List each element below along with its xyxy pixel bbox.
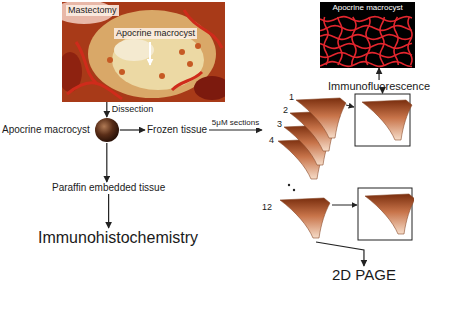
edge-label: 5μM sections <box>212 118 259 128</box>
blood-streak <box>172 72 202 90</box>
pointer-arrow <box>346 105 354 107</box>
blood-patch <box>194 76 225 100</box>
macrocyst-specimen: Apocrine macrocyst <box>2 117 120 143</box>
stained-epithelium <box>408 17 412 65</box>
photo-caption: Mastectomy <box>66 5 119 16</box>
stained-epithelium <box>320 17 412 22</box>
step-text: Paraffin embedded tissue <box>52 182 165 194</box>
stained-epithelium <box>338 17 342 65</box>
flow-arrow <box>209 129 262 130</box>
mastectomy-photo-art <box>62 2 225 102</box>
selected-section <box>365 194 414 234</box>
tissue-spot <box>187 61 193 67</box>
ellipsis-dot <box>288 184 290 186</box>
blood-streak <box>67 83 122 99</box>
method-label: 2D PAGE <box>330 266 398 284</box>
method-label: Immunofluorescence <box>326 80 432 93</box>
stained-epithelium <box>320 26 412 31</box>
flow-arrow <box>108 194 109 228</box>
section-number: 1 <box>289 92 294 103</box>
tissue-spot <box>159 73 165 79</box>
flow-arrow <box>316 242 364 266</box>
flow-arrow <box>106 102 107 117</box>
method-label: Immunohistochemistry <box>36 228 200 247</box>
dark-field <box>320 2 415 68</box>
pointer-arrow <box>332 205 357 206</box>
method-text: Immunohistochemistry <box>38 228 198 247</box>
ellipsis-dot <box>293 189 295 191</box>
stained-epithelium <box>324 17 328 65</box>
stained-epithelium <box>394 17 398 65</box>
tissue-section <box>280 198 330 238</box>
flow-arrow <box>120 129 145 130</box>
process-label: Frozen tissue <box>145 124 209 136</box>
selected-section <box>362 100 412 140</box>
tissue-sections: 123412 <box>262 92 414 242</box>
section-number: 4 <box>269 135 274 146</box>
section-number: 12 <box>262 202 272 213</box>
tissue-spot <box>179 49 185 55</box>
skin-patch <box>62 2 114 24</box>
macrocyst-blob <box>94 117 120 143</box>
tissue-section <box>296 98 346 138</box>
image-caption: Apocrine macrocyst <box>320 3 415 13</box>
tissue-spot <box>195 43 201 49</box>
section-number: 2 <box>283 105 288 116</box>
specimen-label: Apocrine macrocyst <box>2 124 90 136</box>
fat-tissue <box>112 30 204 90</box>
pointer-arrow <box>149 42 151 65</box>
photo-caption: Apocrine macrocyst <box>114 28 197 39</box>
method-text: 2D PAGE <box>332 266 396 284</box>
edge-label: Dissection <box>112 104 154 115</box>
section-number: 3 <box>277 119 282 130</box>
step-text: Frozen tissue <box>147 124 207 136</box>
tissue-spot <box>107 57 113 63</box>
stained-epithelium <box>320 43 412 48</box>
method-text: Immunofluorescence <box>328 80 430 93</box>
cyst-sphere <box>95 118 119 142</box>
blood-streak <box>184 10 222 48</box>
process-label: Paraffin embedded tissue <box>50 182 167 194</box>
blood-streak <box>76 42 97 84</box>
flow-arrow <box>106 143 107 182</box>
fat-tissue <box>114 39 154 61</box>
flow-arrow <box>378 68 379 80</box>
stained-epithelium <box>366 17 370 65</box>
tissue-spot <box>119 69 125 75</box>
stained-epithelium <box>380 17 384 65</box>
immunofluorescence-image: Apocrine macrocyst <box>320 2 415 68</box>
mastectomy-photo: MastectomyApocrine macrocyst <box>62 2 225 102</box>
flow-arrow <box>382 92 383 93</box>
stained-epithelium <box>352 17 356 65</box>
